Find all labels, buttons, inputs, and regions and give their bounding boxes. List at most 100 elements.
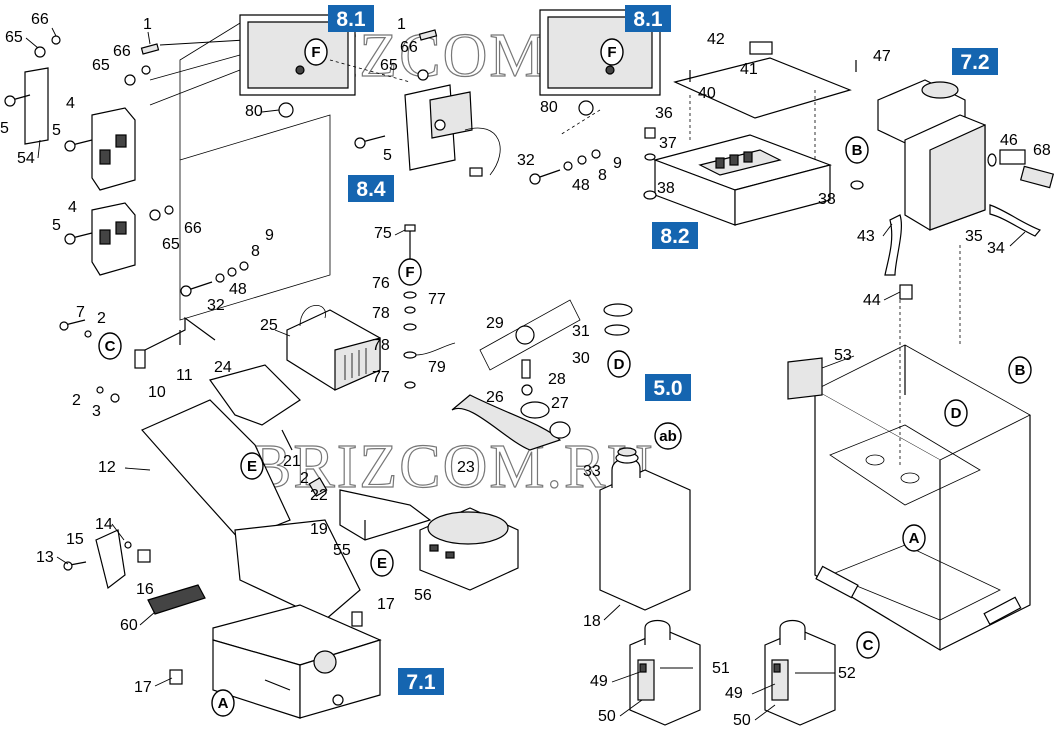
- svg-text:78: 78: [372, 337, 390, 354]
- svg-text:D: D: [951, 405, 962, 422]
- svg-text:65: 65: [162, 236, 180, 253]
- svg-text:44: 44: [863, 292, 881, 309]
- marker-e-2: E: [370, 549, 394, 577]
- svg-text:7.2: 7.2: [960, 51, 989, 74]
- svg-text:2: 2: [72, 392, 81, 409]
- svg-text:E: E: [377, 555, 387, 572]
- section-badge-8-4[interactable]: 8.4: [348, 175, 394, 202]
- svg-text:53: 53: [834, 347, 852, 364]
- svg-text:54: 54: [17, 150, 35, 167]
- coin-unit-8-4: [354, 84, 501, 177]
- svg-text:49: 49: [590, 673, 608, 690]
- canister-left: [629, 619, 701, 726]
- svg-text:41: 41: [740, 61, 758, 78]
- marker-f-3: F: [398, 258, 422, 286]
- svg-text:8.1: 8.1: [336, 8, 366, 31]
- svg-text:15: 15: [66, 531, 84, 548]
- svg-text:D: D: [614, 356, 625, 373]
- section-badge-7-1[interactable]: 7.1: [398, 668, 444, 695]
- marker-f-2: F: [600, 38, 624, 66]
- bracket-4-upper: [91, 107, 136, 191]
- svg-text:4: 4: [68, 199, 77, 216]
- svg-text:38: 38: [657, 180, 675, 197]
- section-badge-8-1-left[interactable]: 8.1: [328, 5, 374, 32]
- part-number-labels: 66 65 66 65 1 4 5 5 54 80 4 5 66 65 9 8 …: [0, 11, 1051, 729]
- svg-text:25: 25: [260, 317, 278, 334]
- svg-text:40: 40: [698, 85, 716, 102]
- marker-c-2: C: [856, 631, 880, 659]
- section-badge-7-2[interactable]: 7.2: [952, 48, 998, 75]
- section-badge-5-0[interactable]: 5.0: [645, 374, 691, 401]
- electronics-box-8-2: [643, 41, 864, 226]
- section-badge-8-2[interactable]: 8.2: [652, 222, 698, 249]
- foot-17-upper: [351, 611, 363, 627]
- svg-text:80: 80: [245, 103, 263, 120]
- transformer-25: [286, 304, 381, 391]
- svg-text:F: F: [405, 264, 414, 281]
- label-42: [749, 41, 773, 55]
- svg-text:43: 43: [857, 228, 875, 245]
- marker-b-2: B: [1008, 356, 1032, 384]
- svg-text:42: 42: [707, 31, 725, 48]
- marker-f-1: F: [304, 38, 328, 66]
- marker-ab: ab: [654, 422, 682, 450]
- svg-text:B: B: [852, 142, 863, 159]
- mounting-plate: [179, 114, 331, 321]
- connector-markers: F F F B B C D D E E ab A A C: [98, 38, 1032, 717]
- svg-text:10: 10: [148, 384, 166, 401]
- svg-text:32: 32: [517, 152, 535, 169]
- svg-text:4: 4: [66, 95, 75, 112]
- svg-text:8: 8: [598, 167, 607, 184]
- svg-text:ab: ab: [659, 428, 677, 445]
- svg-text:68: 68: [1033, 142, 1051, 159]
- svg-text:79: 79: [428, 359, 446, 376]
- clip-16: [137, 549, 151, 563]
- marker-d-1: D: [607, 350, 631, 378]
- svg-text:33: 33: [583, 463, 601, 480]
- section-badge-8-1-right[interactable]: 8.1: [625, 5, 671, 32]
- drain-pipe-assembly: [451, 299, 633, 451]
- svg-text:5: 5: [383, 147, 392, 164]
- svg-text:2: 2: [97, 310, 106, 327]
- svg-text:2: 2: [300, 470, 309, 487]
- svg-text:66: 66: [31, 11, 49, 28]
- svg-text:51: 51: [712, 660, 730, 677]
- svg-text:32: 32: [207, 297, 225, 314]
- svg-text:52: 52: [838, 665, 856, 682]
- sheet-19: [234, 519, 361, 621]
- svg-text:26: 26: [486, 389, 504, 406]
- svg-text:8: 8: [251, 243, 260, 260]
- svg-text:5: 5: [52, 217, 61, 234]
- marker-d-2: D: [944, 399, 968, 427]
- svg-text:65: 65: [380, 57, 398, 74]
- svg-text:34: 34: [987, 240, 1005, 257]
- svg-text:50: 50: [733, 712, 751, 729]
- svg-text:17: 17: [134, 679, 152, 696]
- detergent-container-18: [599, 447, 691, 611]
- svg-text:18: 18: [583, 613, 601, 630]
- valve-column: [403, 224, 456, 389]
- svg-text:46: 46: [1000, 132, 1018, 149]
- svg-text:31: 31: [572, 323, 590, 340]
- svg-text:49: 49: [725, 685, 743, 702]
- svg-text:65: 65: [5, 29, 23, 46]
- svg-text:9: 9: [265, 227, 274, 244]
- svg-text:21: 21: [283, 453, 301, 470]
- svg-text:C: C: [105, 338, 116, 355]
- svg-text:19: 19: [310, 521, 328, 538]
- marker-e-1: E: [240, 452, 264, 480]
- svg-text:36: 36: [655, 105, 673, 122]
- svg-text:7.1: 7.1: [406, 671, 436, 694]
- svg-text:66: 66: [400, 39, 418, 56]
- svg-text:1: 1: [397, 16, 406, 33]
- lid-41: [673, 57, 852, 119]
- fan-unit-56: [419, 507, 519, 591]
- svg-text:27: 27: [551, 395, 569, 412]
- cover-15: [95, 529, 126, 590]
- svg-text:B: B: [1015, 362, 1026, 379]
- svg-text:28: 28: [548, 371, 566, 388]
- svg-text:78: 78: [372, 305, 390, 322]
- marker-c-1: C: [98, 332, 122, 360]
- svg-text:38: 38: [818, 191, 836, 208]
